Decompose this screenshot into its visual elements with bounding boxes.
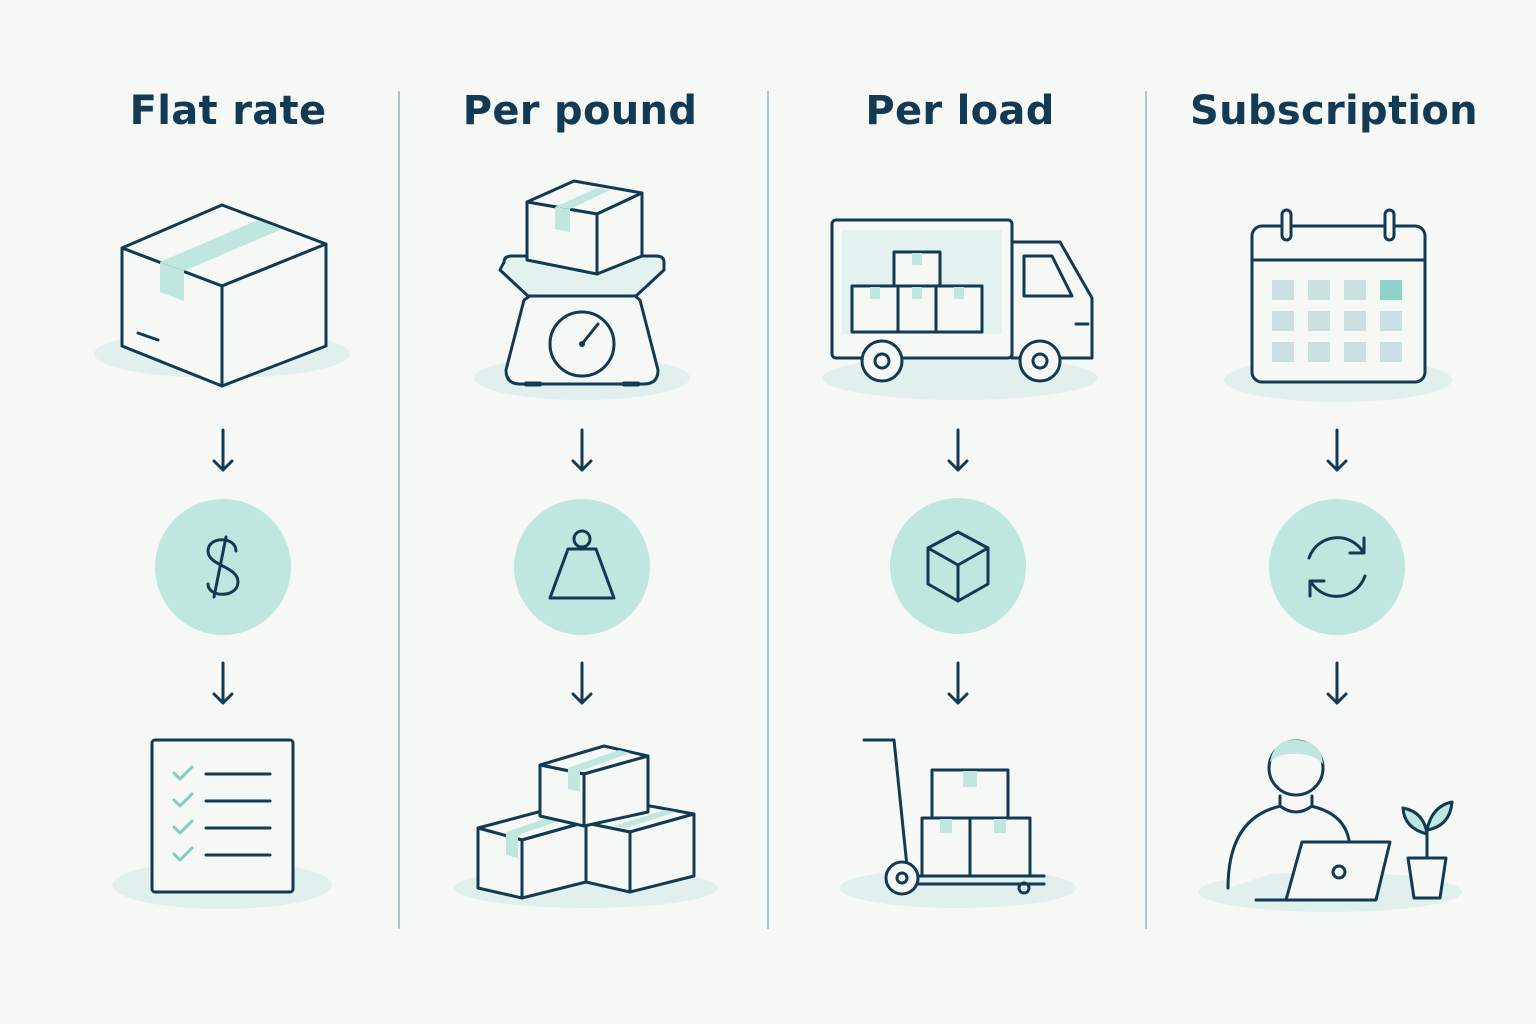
- calendar-icon: [1224, 208, 1452, 402]
- scale-with-box-icon: [474, 179, 690, 400]
- column-title-subscription: Subscription: [1190, 88, 1478, 134]
- weight-icon: [514, 499, 650, 635]
- arrow-down-icon: [947, 428, 969, 472]
- box-truck-icon: [822, 218, 1098, 400]
- column-dividers: [398, 91, 1147, 929]
- checklist-icon: [112, 738, 332, 909]
- dollar-sign-icon: [155, 499, 291, 635]
- column-title-per-pound: Per pound: [462, 88, 698, 134]
- arrow-down-icon: [1326, 428, 1348, 472]
- closed-box-icon: [94, 203, 350, 388]
- arrow-down-icon: [571, 428, 593, 472]
- arrow-down-icon: [1326, 661, 1348, 705]
- arrow-down-icon: [212, 661, 234, 705]
- refresh-icon: [1269, 499, 1405, 635]
- arrow-down-icon: [571, 661, 593, 705]
- person-laptop-icon: [1198, 739, 1462, 912]
- column-title-per-load: Per load: [865, 88, 1055, 134]
- arrow-down-icon: [212, 428, 234, 472]
- cube-icon: [890, 498, 1026, 634]
- hand-truck-icon: [840, 738, 1076, 908]
- column-title-flat-rate: Flat rate: [129, 88, 327, 134]
- arrow-down-icon: [947, 661, 969, 705]
- stacked-boxes-icon: [454, 744, 718, 908]
